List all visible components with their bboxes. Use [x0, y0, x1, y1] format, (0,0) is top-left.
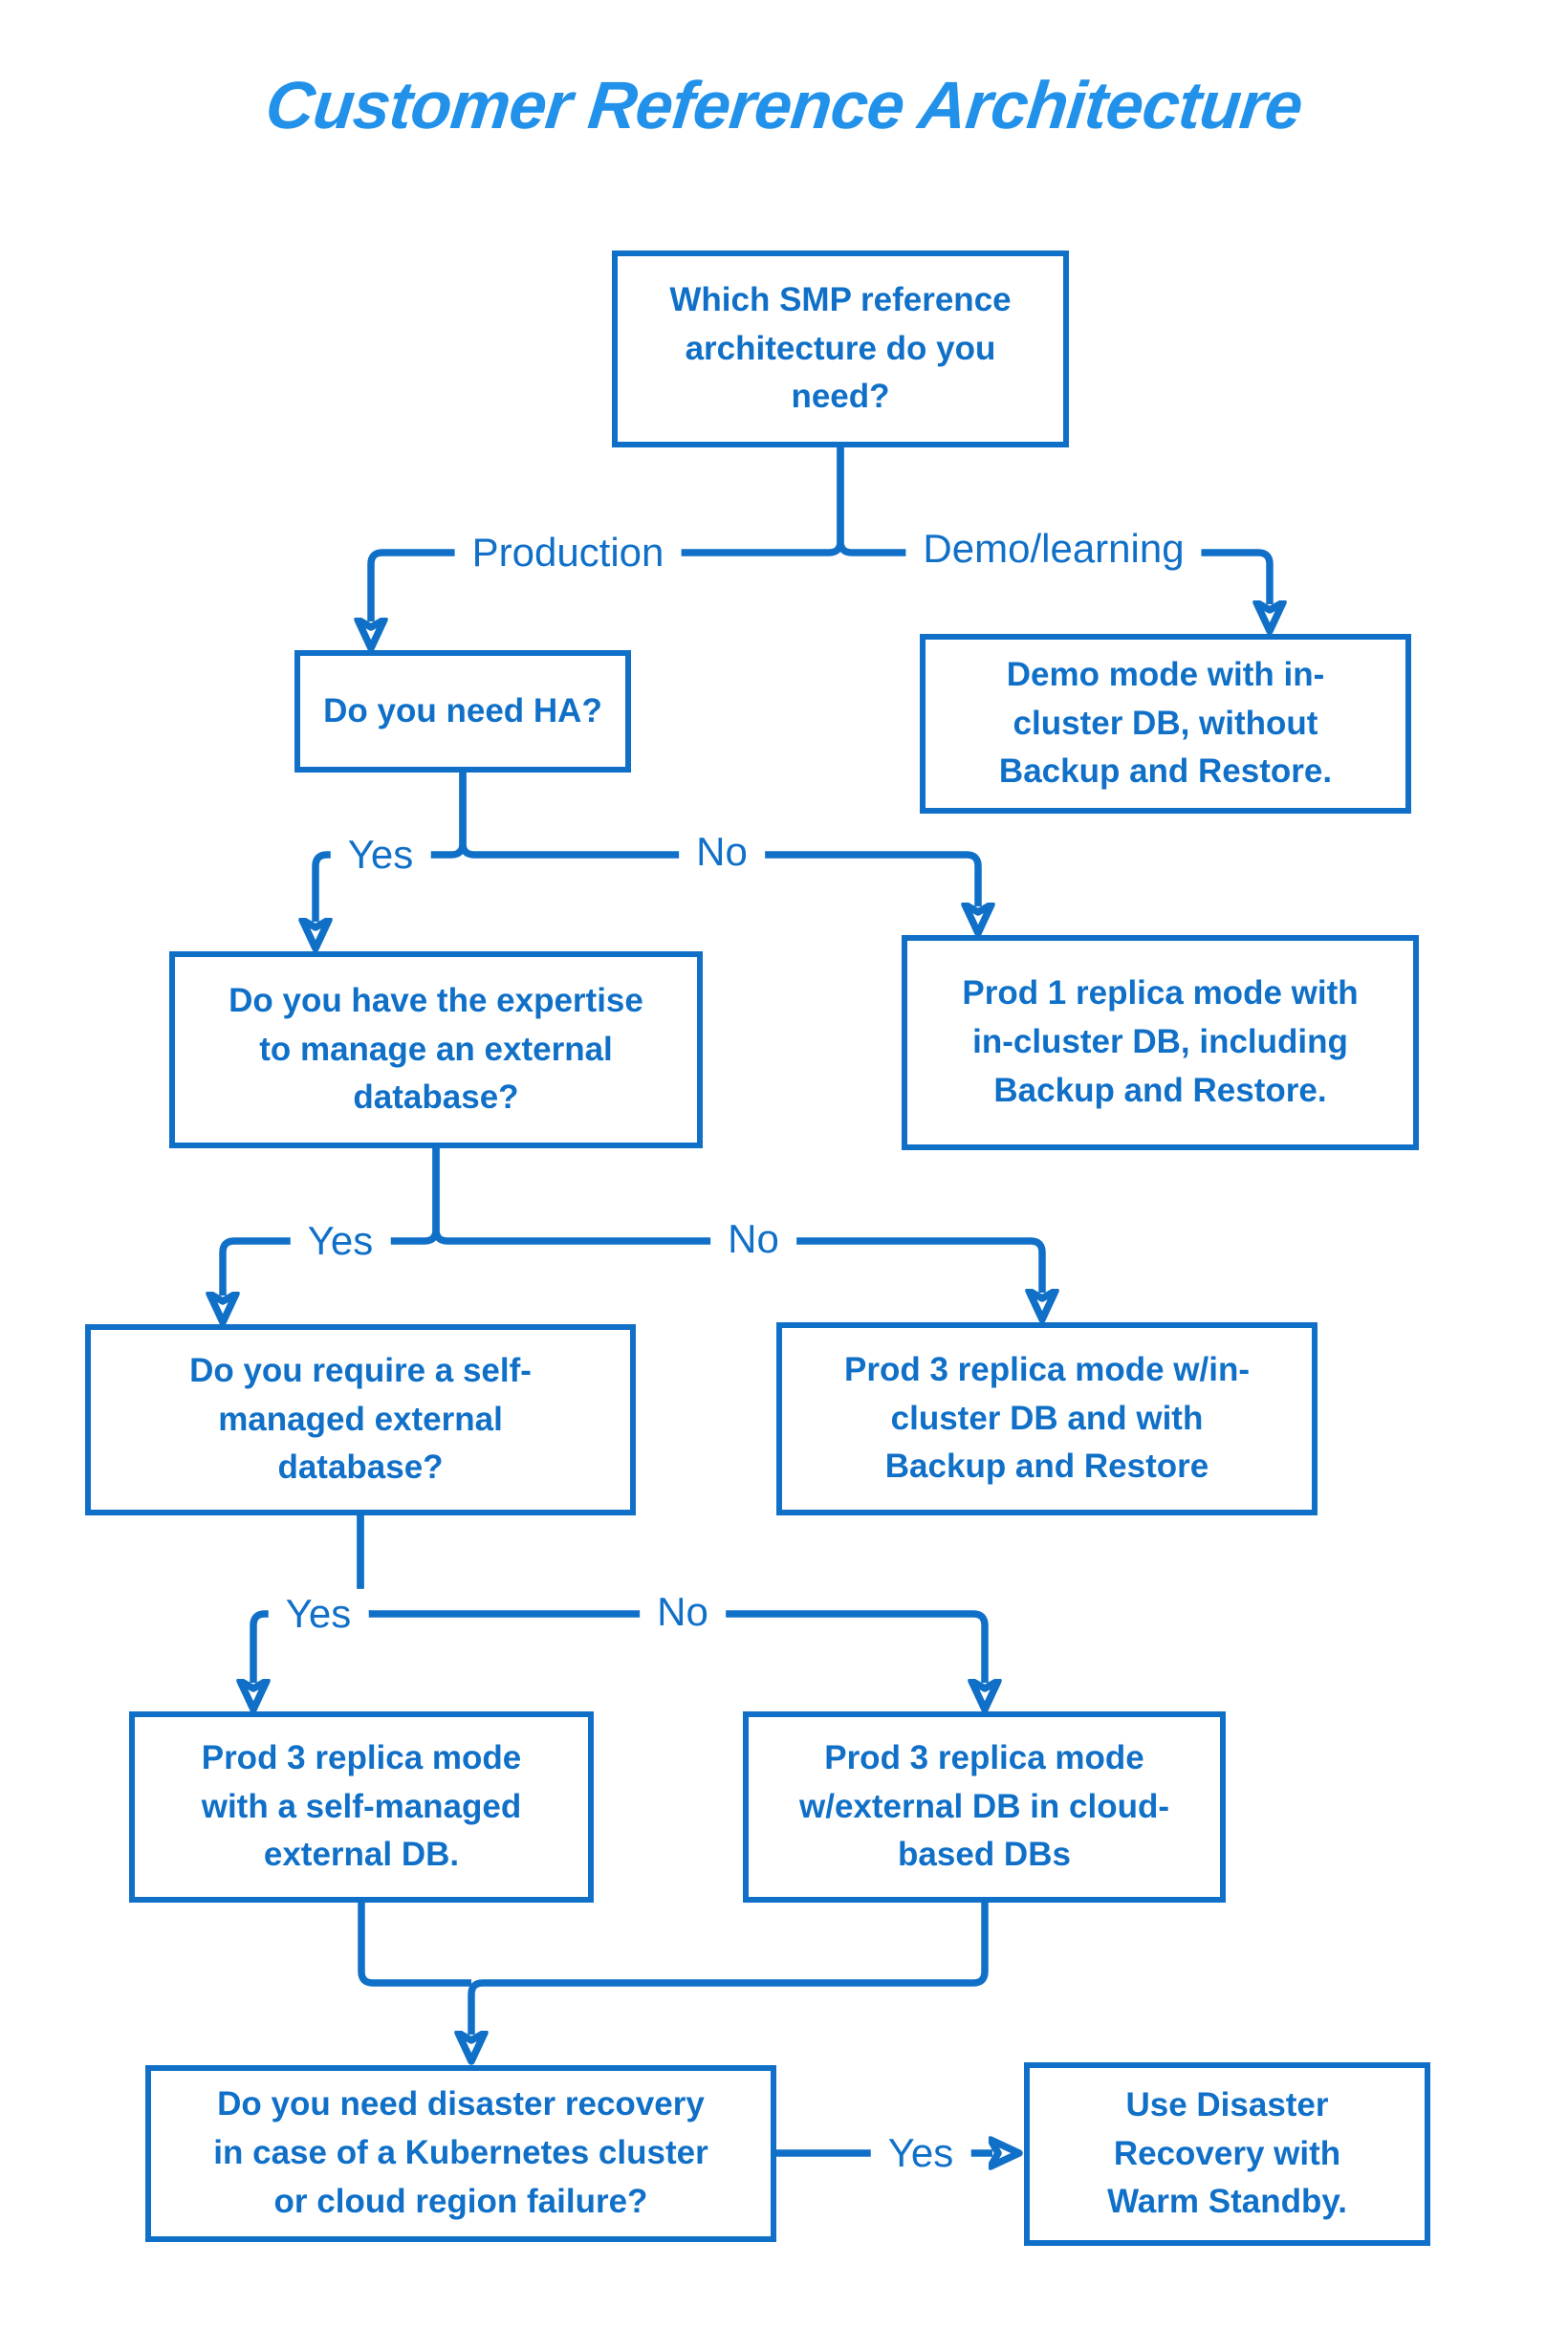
edge-label-demo-learning: Demo/learning [905, 523, 1202, 575]
edge-label-expertise-no: No [710, 1213, 796, 1265]
node-result-prod1-incluster: Prod 1 replica mode with in-cluster DB, … [902, 935, 1419, 1150]
edge-label-ha-no: No [679, 826, 765, 878]
node-question-self-managed-db: Do you require a self- managed external … [85, 1324, 636, 1515]
node-result-prod3-incluster: Prod 3 replica mode w/in- cluster DB and… [776, 1322, 1318, 1515]
edge-label-self-managed-yes: Yes [268, 1588, 369, 1640]
node-question-disaster-recovery: Do you need disaster recovery in case of… [145, 2065, 776, 2242]
node-result-demo-mode: Demo mode with in- cluster DB, without B… [920, 634, 1411, 814]
node-question-need-ha: Do you need HA? [294, 650, 631, 773]
edge-merge-left-line [358, 1903, 471, 1987]
node-result-prod3-self-managed: Prod 3 replica mode with a self-managed … [129, 1711, 594, 1903]
node-question-which-architecture: Which SMP reference architecture do you … [612, 250, 1069, 447]
node-result-warm-standby: Use Disaster Recovery with Warm Standby. [1024, 2062, 1430, 2246]
edge-label-expertise-yes: Yes [290, 1215, 391, 1267]
edge-merge-right-line [471, 1903, 989, 2035]
edge-label-ha-yes: Yes [330, 829, 431, 881]
node-result-prod3-cloud-db: Prod 3 replica mode w/external DB in clo… [743, 1711, 1226, 1903]
edge-label-dr-yes: Yes [870, 2127, 971, 2179]
node-question-expertise: Do you have the expertise to manage an e… [169, 951, 703, 1148]
edge-label-self-managed-no: No [640, 1586, 726, 1638]
edge-label-production: Production [454, 527, 682, 578]
